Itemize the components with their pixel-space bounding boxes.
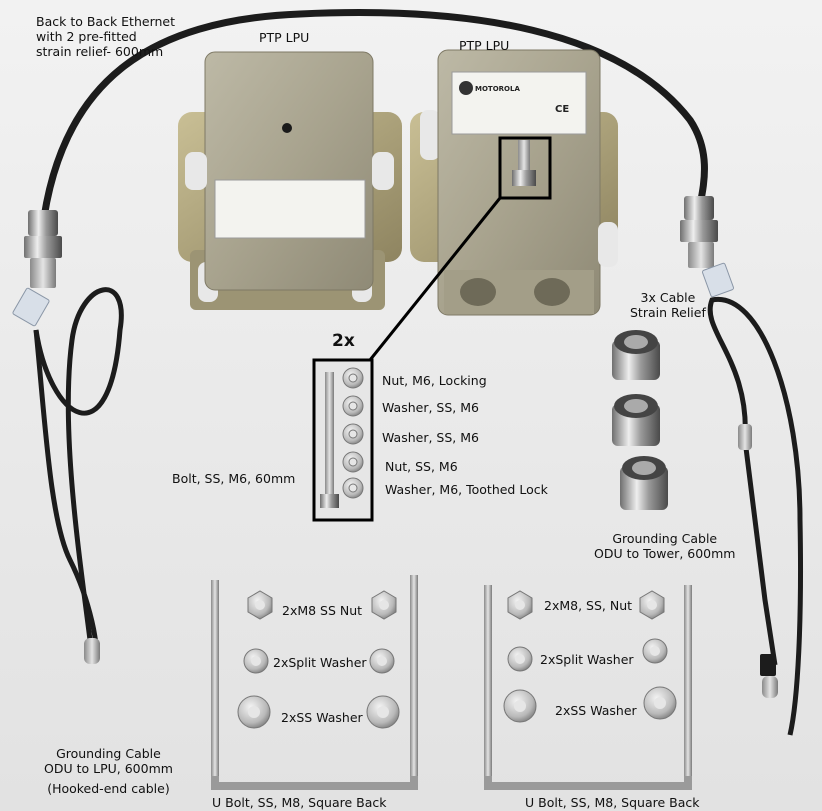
ubolt-left-washer-label: 2xSS Washer	[281, 710, 363, 725]
grounding-cable-tower	[707, 296, 803, 736]
grounding-cable-lpu	[33, 287, 124, 664]
ubolt-right-caption: U Bolt, SS, M8, Square Back	[525, 795, 700, 810]
pointer-line	[368, 197, 502, 361]
kit-quantity-label: 2x	[332, 331, 355, 351]
washer-ss-label-2: Washer, SS, M6	[382, 430, 479, 445]
grounding-tower-label: Grounding Cable ODU to Tower, 600mm	[594, 531, 736, 561]
ubolt-right-split-label: 2xSplit Washer	[540, 652, 634, 667]
u-bolt-right	[484, 585, 692, 790]
ubolt-right-washer-label: 2xSS Washer	[555, 703, 637, 718]
cable-gland-right	[680, 196, 735, 298]
bolt-label: Bolt, SS, M6, 60mm	[172, 471, 296, 486]
lpu-right-label: PTP LPU	[459, 38, 510, 53]
washer-toothed-label: Washer, M6, Toothed Lock	[385, 482, 548, 497]
bolt-kit-box	[312, 358, 374, 522]
lpu-unit-left	[178, 51, 402, 310]
ubolt-left-nut-label: 2xM8 SS Nut	[282, 603, 363, 618]
lpu-left-label: PTP LPU	[259, 30, 310, 45]
lpu-unit-right	[410, 49, 618, 316]
strain-relief-glands	[612, 330, 668, 510]
ce-marking: CE	[555, 104, 569, 115]
ethernet-cable	[38, 9, 708, 236]
nut-ss-label: Nut, SS, M6	[385, 459, 458, 474]
ubolt-right-nut-label: 2xM8, SS, Nut	[544, 598, 633, 613]
cable-gland-left	[12, 210, 62, 327]
ubolt-left-caption: U Bolt, SS, M8, Square Back	[212, 795, 387, 810]
u-bolt-left	[211, 575, 418, 790]
bolt-highlight-box	[498, 136, 552, 200]
ethernet-cable-label: Back to Back Ethernet with 2 pre-fitted …	[36, 14, 176, 59]
nut-locking-label: Nut, M6, Locking	[382, 373, 487, 388]
grounding-lpu-label: Grounding Cable ODU to LPU, 600mm (Hooke…	[44, 746, 173, 796]
ubolt-left-split-label: 2xSplit Washer	[273, 655, 367, 670]
brand-marking: MOTOROLA	[475, 85, 520, 93]
strain-relief-label: 3x Cable Strain Relief	[630, 290, 706, 320]
washer-ss-label-1: Washer, SS, M6	[382, 400, 479, 415]
